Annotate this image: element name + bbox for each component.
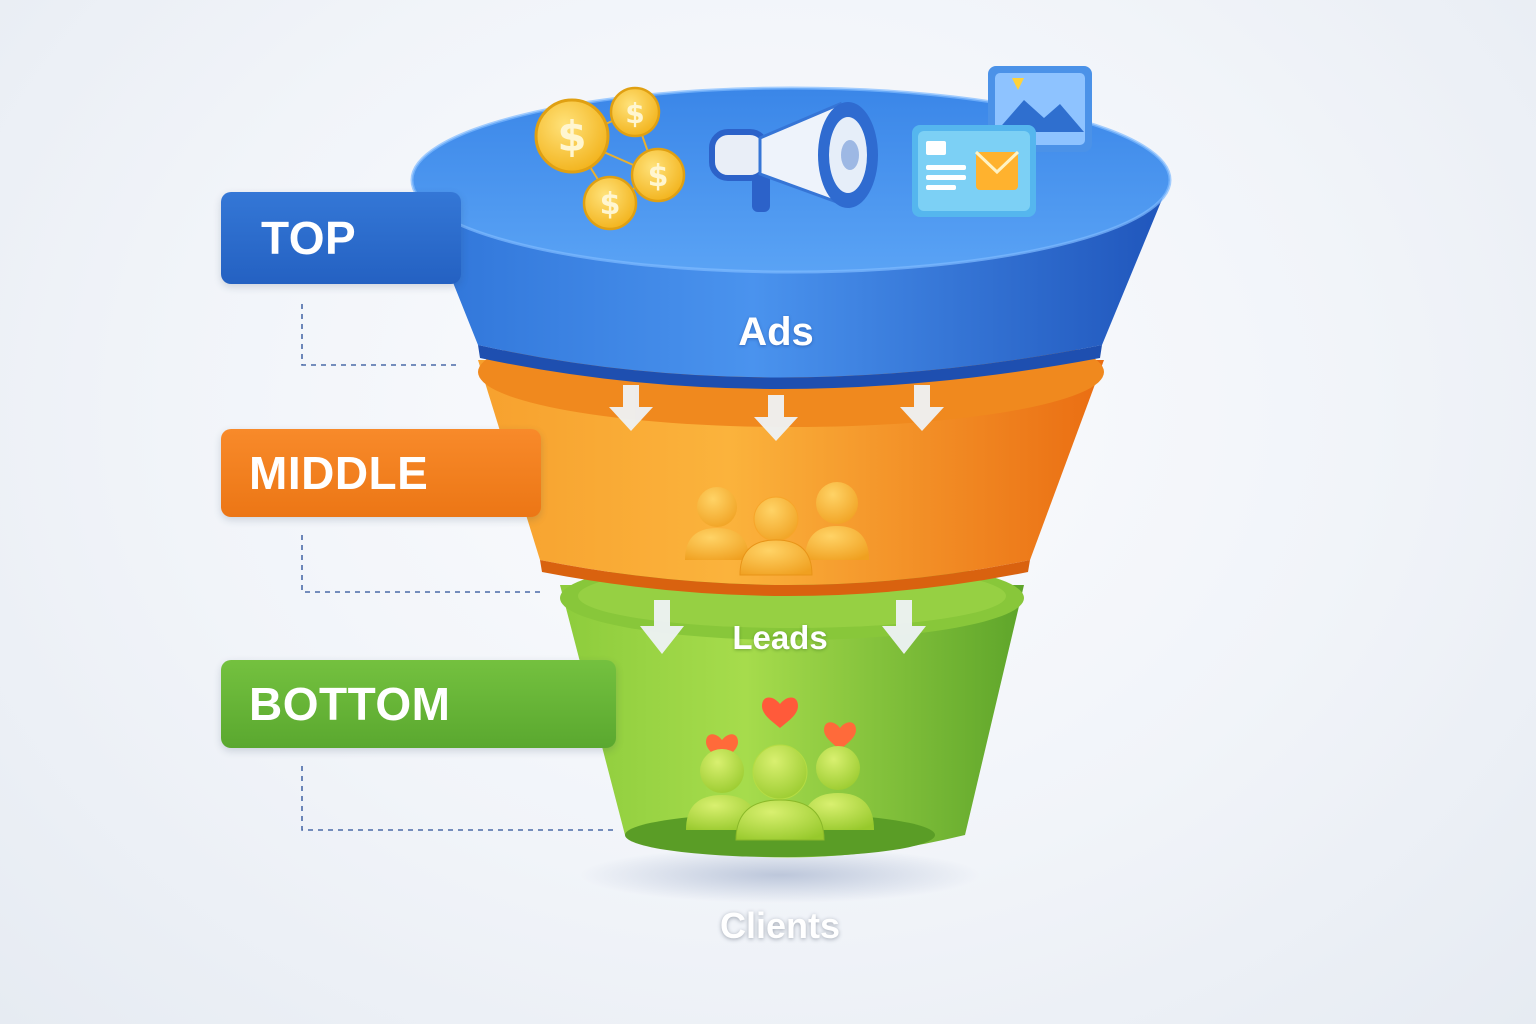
connector-middle (301, 535, 540, 593)
stage-label-clients: Clients (719, 905, 841, 946)
down-arrow-icon (754, 395, 798, 441)
coin-dollar-icon: $ (534, 98, 610, 174)
heart-icon (762, 697, 798, 728)
svg-text:$: $ (648, 159, 669, 194)
svg-text:$: $ (557, 112, 586, 161)
clients-group (686, 697, 874, 841)
people-group-icon (685, 482, 869, 576)
connector-top (301, 304, 460, 366)
down-arrow-icon (900, 385, 944, 431)
arrows-top-to-middle (609, 385, 944, 441)
funnel-shadow (580, 847, 980, 903)
heart-icon (824, 722, 856, 750)
svg-text:$: $ (600, 187, 621, 222)
down-arrow-icon (609, 385, 653, 431)
arrows-middle-to-bottom (640, 600, 926, 654)
connector-lines (301, 304, 618, 831)
svg-text:$: $ (625, 97, 644, 130)
coin-dollar-icon: $ (582, 175, 638, 231)
ad-card-icon (912, 66, 1092, 217)
stage-label-ads: Ads (738, 310, 814, 354)
image-icon (996, 100, 1084, 132)
stage-tab-middle: MIDDLE (221, 429, 541, 517)
coin-dollar-icon: $ (609, 86, 661, 138)
stage-tab-bottom: BOTTOM (221, 660, 616, 748)
coin-dollar-icon: $ (630, 147, 686, 203)
heart-icon (706, 734, 738, 762)
stage-tab-top: TOP (221, 192, 461, 284)
stage-label-leads: Leads (732, 619, 828, 656)
down-arrow-icon (882, 600, 926, 654)
megaphone-icon (709, 101, 878, 212)
connector-bottom (301, 766, 618, 831)
coins-group: $ $ $ $ (534, 86, 686, 231)
people-group-icon (686, 744, 874, 841)
down-arrow-icon (640, 600, 684, 654)
